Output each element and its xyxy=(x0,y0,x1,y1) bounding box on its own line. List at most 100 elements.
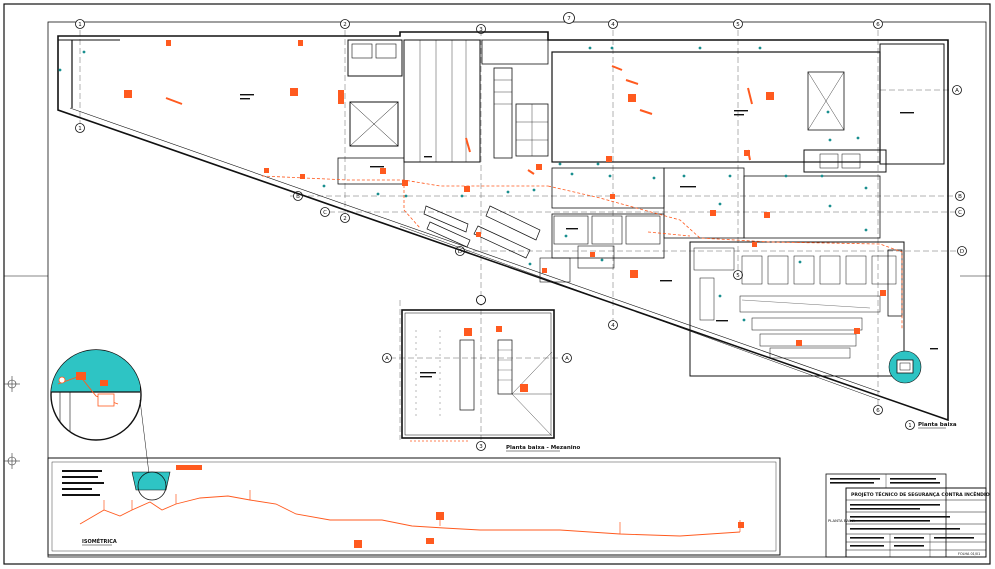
fire-sign xyxy=(536,164,542,170)
fire-sign xyxy=(298,40,303,46)
grid-bubble-row-b-right xyxy=(955,191,965,201)
fire-sign xyxy=(338,90,344,104)
grid-bubble-mez-3-top xyxy=(476,295,486,305)
fire-sign xyxy=(628,94,636,102)
title-block-small-text xyxy=(830,478,974,547)
grid-label: 2 xyxy=(343,22,347,28)
detail-magnifier xyxy=(50,349,142,441)
fire-sign xyxy=(300,174,305,179)
right-hall xyxy=(551,51,881,163)
fire-sign xyxy=(402,180,408,186)
fire-safety-elements xyxy=(124,40,886,392)
grid-bubble-col-5 xyxy=(733,19,743,29)
exit-signage xyxy=(165,65,753,175)
fire-sign xyxy=(496,326,502,332)
registration-marks xyxy=(4,376,20,469)
detail-leader xyxy=(139,399,151,483)
grid-bubble-col-6-bottom xyxy=(873,405,883,415)
fire-sign xyxy=(796,340,802,346)
isometric-label: ISOMÉTRICA xyxy=(82,537,117,545)
grid-label: 5 xyxy=(736,273,740,279)
grid-bubble-col-4 xyxy=(608,19,618,29)
grid-label: D xyxy=(960,249,964,255)
fire-sign xyxy=(752,242,757,247)
detectors xyxy=(58,46,868,322)
grid-bubble-mez-a-right xyxy=(562,353,572,363)
fire-sign xyxy=(880,290,886,296)
grid-label: A xyxy=(955,88,959,94)
ground-floor-title: Planta baixa xyxy=(918,422,957,428)
production-area xyxy=(689,241,905,377)
fire-piping xyxy=(261,175,903,330)
fire-sign xyxy=(476,232,481,237)
grid-bubble-mez-3-bottom xyxy=(476,441,486,451)
grid-label: 5 xyxy=(736,22,740,28)
room-labels xyxy=(240,94,938,378)
title-block-main-title: PROJETO TÉCNICO DE SEGURANÇA CONTRA INCÊ… xyxy=(851,490,990,498)
grid-label: 2 xyxy=(343,216,347,222)
fire-sign xyxy=(766,92,774,100)
grid-bubble-col-7 xyxy=(563,12,575,24)
grid-bubble-col-1-bottom xyxy=(75,123,85,133)
ground-floor-plan xyxy=(57,31,949,422)
fire-sign xyxy=(710,210,716,216)
grid-label: 6 xyxy=(876,408,880,414)
title-block-sheet-label: PLANTA BAIXA xyxy=(828,518,856,523)
fire-sign xyxy=(520,384,528,392)
grid-bubble-row-c-right xyxy=(955,207,965,217)
fire-sign xyxy=(606,156,612,162)
grid-bubble-row-d-right xyxy=(957,246,967,256)
grid-label: 4 xyxy=(611,22,615,28)
fire-sign xyxy=(380,168,386,174)
grid-bubble-col-2-bottom xyxy=(340,213,350,223)
diagonal-wall-inner xyxy=(69,107,881,393)
mezzanine-title: Planta baixa - Mezanino xyxy=(506,445,581,451)
fire-sign xyxy=(590,252,595,257)
grid-label: 7 xyxy=(567,16,571,22)
title-block xyxy=(825,473,987,558)
structural-grid xyxy=(79,30,960,440)
grid-label: 1 xyxy=(78,22,82,28)
isometric-pipe xyxy=(79,495,741,537)
mezzanine-outline xyxy=(401,309,555,439)
fire-sign xyxy=(124,90,132,98)
grid-bubbles xyxy=(75,12,967,451)
mezzanine-plan xyxy=(401,309,555,439)
service-core xyxy=(347,39,403,77)
grid-bubble-labels: 1 2 3 4 5 6 7 1 2 4 5 6 3 A B B C C D D … xyxy=(78,16,964,450)
grid-label: B xyxy=(958,194,962,200)
title-block-sheet-number: FOLHA 01/01 xyxy=(958,552,980,556)
sheet-border xyxy=(3,3,991,565)
fire-sign xyxy=(464,328,472,336)
grid-label: 3 xyxy=(479,444,483,450)
ground-title-bubble xyxy=(905,420,915,430)
grid-label: 6 xyxy=(876,22,880,28)
grid-label: C xyxy=(323,210,327,216)
grid-bubble-col-2 xyxy=(340,19,350,29)
fire-sign xyxy=(854,328,860,334)
grid-bubble-col-5-bottom xyxy=(733,270,743,280)
grid-label: 1 xyxy=(78,126,82,132)
outer-wall xyxy=(57,31,949,422)
fire-sign xyxy=(764,212,770,218)
grid-bubble-mez-a-left xyxy=(382,353,392,363)
grid-bubble-row-c-left xyxy=(320,207,330,217)
ground-title-number: 1 xyxy=(908,423,911,429)
grid-label: D xyxy=(458,249,462,255)
grid-label: A xyxy=(565,356,569,362)
grid-label: A xyxy=(385,356,389,362)
fire-sign xyxy=(610,194,615,199)
grid-label: C xyxy=(958,210,962,216)
grid-bubble-col-1 xyxy=(75,19,85,29)
grid-label: B xyxy=(296,194,300,200)
grid-bubble-col-4-bottom xyxy=(608,320,618,330)
grid-bubble-col-6 xyxy=(873,19,883,29)
fire-sign xyxy=(290,88,298,96)
diagonal-wall-inner-2 xyxy=(399,225,881,401)
grid-label: 3 xyxy=(479,27,483,33)
fire-sign xyxy=(264,168,269,173)
hydrant-box xyxy=(896,359,914,374)
elevator-shaft xyxy=(349,101,399,147)
machinery-racks xyxy=(423,205,541,259)
